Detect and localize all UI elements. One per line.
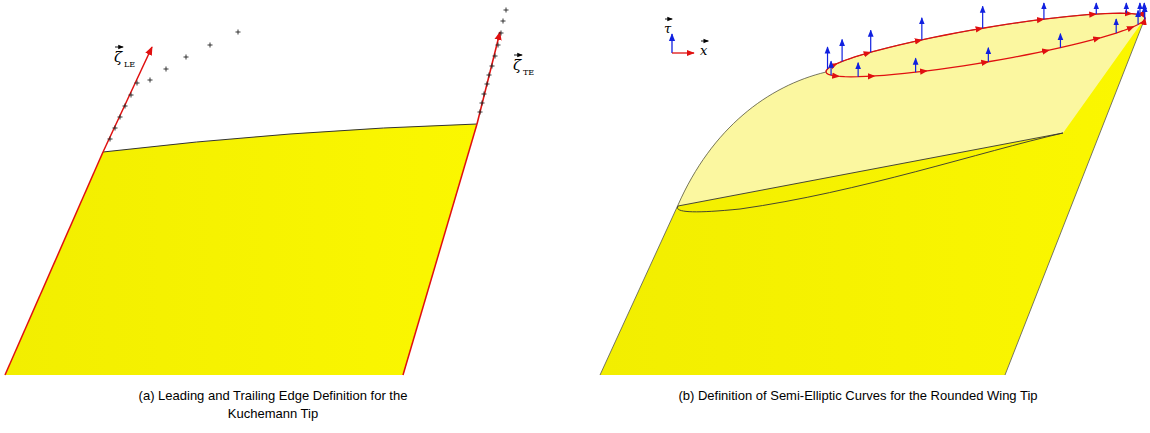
normal-vector: [858, 63, 859, 77]
cross-marker: [504, 8, 509, 13]
cross-marker: [208, 43, 213, 48]
cross-marker: [164, 67, 169, 72]
normal-vector: [870, 30, 871, 52]
subfigure-caption: (a) Leading and Trailing Edge Definition…: [108, 387, 438, 423]
trailing-edge-line: [403, 124, 477, 375]
cross-marker: [499, 31, 504, 36]
leading-edge-line: [5, 152, 103, 375]
wing-surface: [600, 13, 1145, 375]
curve-segment: [1100, 26, 1134, 37]
trailing-edge-vector: [477, 32, 500, 124]
subfigure-caption: (b) Definition of Semi-Elliptic Curves f…: [673, 387, 1043, 405]
curve-segment: [988, 50, 1049, 62]
x-axis: [672, 52, 694, 53]
cross-marker: [148, 78, 153, 83]
normal-vector: [1139, 3, 1140, 15]
normal-vector: [1116, 19, 1117, 33]
cross-marker: [123, 104, 128, 109]
normal-vector: [921, 18, 922, 40]
normal-vector: [988, 48, 989, 62]
normal-vector: [1126, 3, 1127, 13]
vector-overarrow: [665, 19, 672, 20]
normal-vector: [830, 61, 831, 75]
normal-vector: [1043, 3, 1044, 19]
tau-axis: [671, 34, 672, 53]
vector-overarrow: [701, 41, 708, 42]
point-markers: [108, 8, 509, 142]
cross-marker: [478, 110, 483, 115]
vector-overarrow: [115, 47, 123, 48]
rounded-tip-surface: [678, 13, 1145, 206]
cross-marker: [135, 81, 140, 86]
wing-outline: [600, 13, 1145, 375]
wing-surface: [5, 124, 477, 375]
curve-segment: [1044, 14, 1096, 19]
vector-symbol: ζ: [114, 50, 122, 65]
cross-marker: [501, 19, 506, 24]
normal-vector: [982, 6, 983, 28]
normal-vector: [841, 39, 842, 61]
tip-edge: [103, 124, 477, 152]
cross-marker: [493, 54, 498, 59]
normal-vector: [1137, 11, 1138, 25]
semi-elliptic-curve: [826, 13, 1145, 72]
normal-vector: [1096, 3, 1097, 14]
vector-symbol: ζ: [513, 58, 521, 73]
curve-segment: [1134, 18, 1145, 26]
axis-label: x: [700, 44, 707, 57]
semi-elliptic-curve: [826, 18, 1145, 77]
cross-marker: [108, 137, 113, 142]
curve-segment: [927, 62, 988, 71]
cross-marker: [485, 82, 490, 87]
normal-vector: [915, 58, 916, 72]
curve-segment: [875, 71, 927, 76]
normal-vectors: [828, 3, 1145, 77]
normal-vector: [1144, 5, 1145, 19]
cross-marker: [118, 115, 123, 120]
cross-marker: [236, 30, 241, 35]
cross-marker: [480, 101, 485, 106]
normal-vector: [827, 47, 828, 69]
cross-marker: [487, 73, 492, 78]
cross-marker: [490, 64, 495, 69]
cross-marker: [482, 92, 487, 97]
curve-segment: [839, 75, 874, 77]
curve-segment: [983, 19, 1044, 28]
normal-vector: [1060, 34, 1061, 48]
vector-overarrow: [514, 55, 522, 56]
cross-marker: [129, 93, 134, 98]
axis-label: τ: [664, 22, 671, 35]
cross-marker: [113, 126, 118, 131]
cross-marker: [496, 43, 501, 48]
vector-subscript: LE: [124, 61, 135, 69]
vector-subscript: TE: [523, 69, 534, 77]
curve-segment: [1049, 38, 1100, 50]
curve-segment: [922, 28, 983, 40]
curve-segment: [871, 40, 922, 52]
airfoil-section: [677, 133, 1063, 212]
curve-segment: [826, 72, 839, 76]
cross-marker: [184, 55, 189, 60]
leading-edge-vector: [103, 47, 152, 152]
